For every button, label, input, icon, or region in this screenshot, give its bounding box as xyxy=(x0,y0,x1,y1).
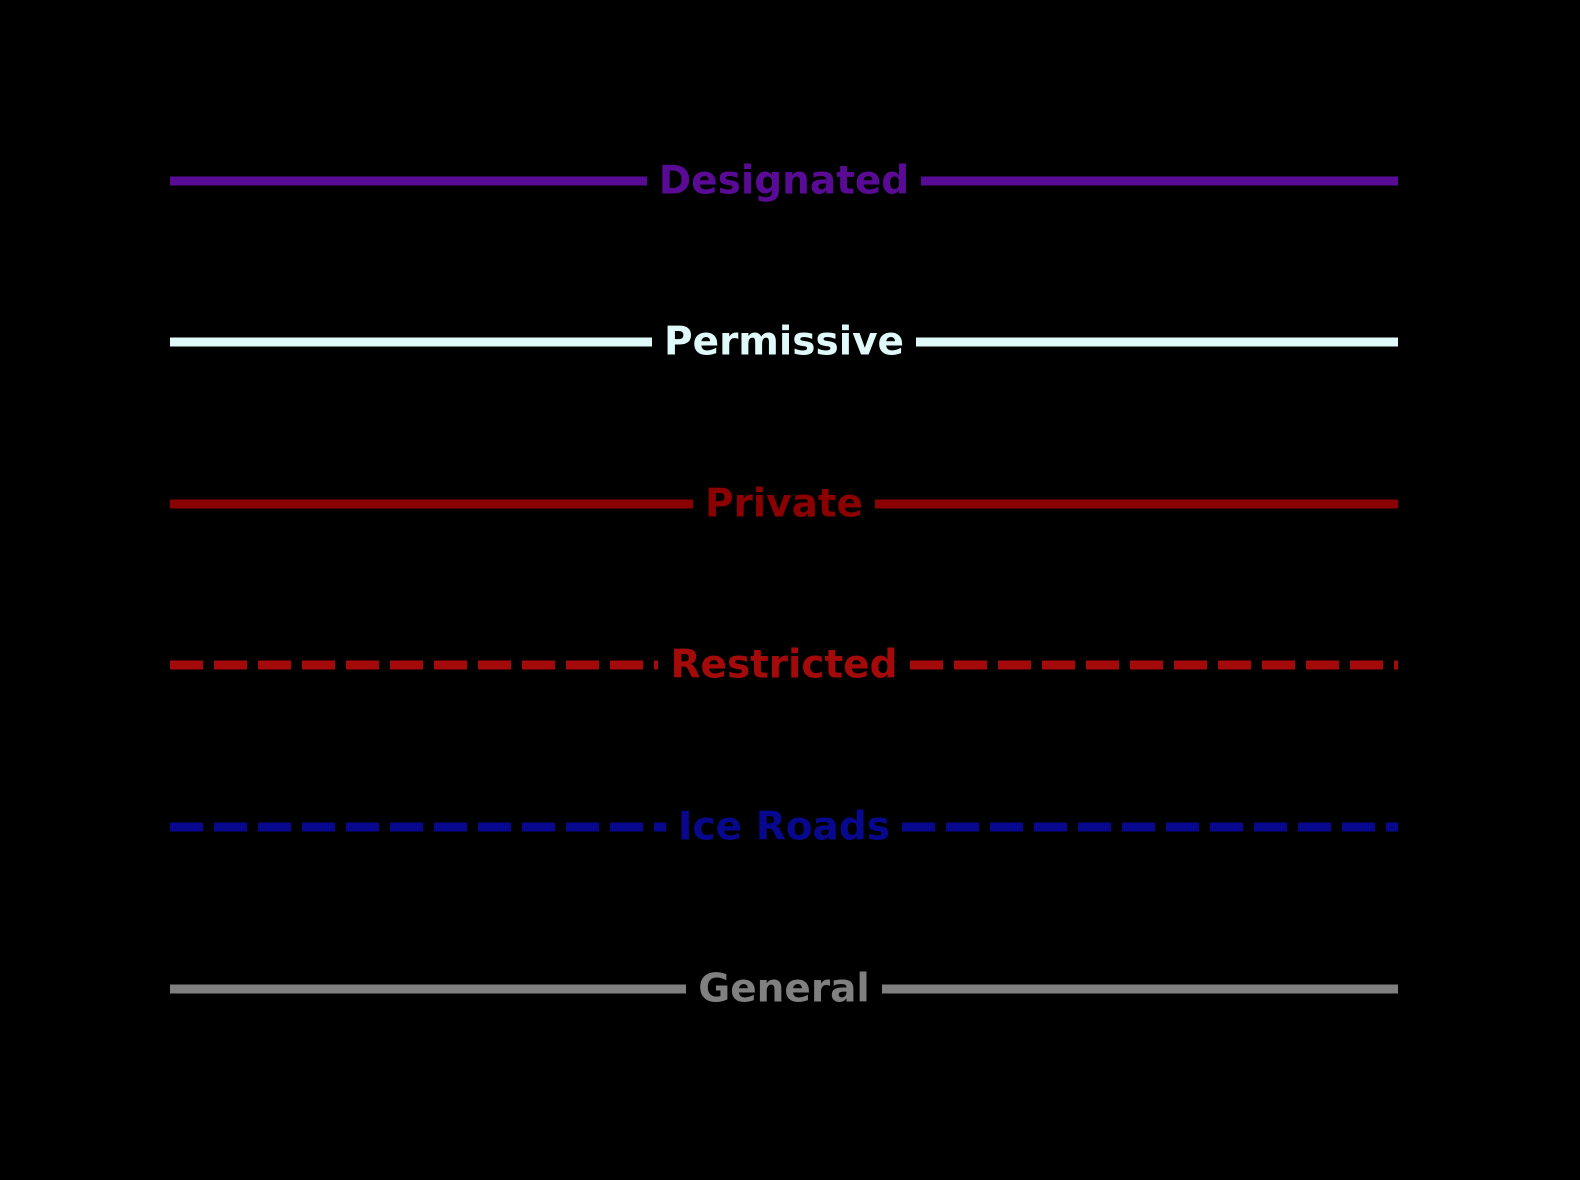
legend-line-left xyxy=(170,660,659,670)
legend-line-right xyxy=(909,660,1399,670)
legend-label: Ice Roads xyxy=(678,804,890,850)
legend-line-right xyxy=(915,337,1399,347)
legend-line-left xyxy=(170,984,687,994)
legend-line-right xyxy=(901,822,1398,832)
legend-entry[interactable]: Private xyxy=(170,485,1398,524)
legend-entry[interactable]: Permissive xyxy=(170,319,1399,365)
legend-label: Permissive xyxy=(664,319,904,365)
legend-line-left xyxy=(170,822,667,832)
legend-label: General xyxy=(698,966,870,1012)
legend-entry[interactable]: Ice Roads xyxy=(170,808,1398,847)
legend-line-left xyxy=(170,176,647,186)
legend-line-left xyxy=(170,499,693,509)
legend-line-right xyxy=(875,499,1398,509)
legend-entry[interactable]: General xyxy=(170,966,1399,1012)
legend-label: Designated xyxy=(658,158,910,204)
legend-entry[interactable]: Restricted xyxy=(170,642,1399,688)
legend-line-right xyxy=(881,984,1399,994)
legend-label: Restricted xyxy=(670,642,898,688)
legend-line-right xyxy=(921,176,1399,186)
legend-entry[interactable]: Designated xyxy=(170,158,1399,204)
legend-line-left xyxy=(170,337,653,347)
legend-label: Private xyxy=(704,481,864,527)
